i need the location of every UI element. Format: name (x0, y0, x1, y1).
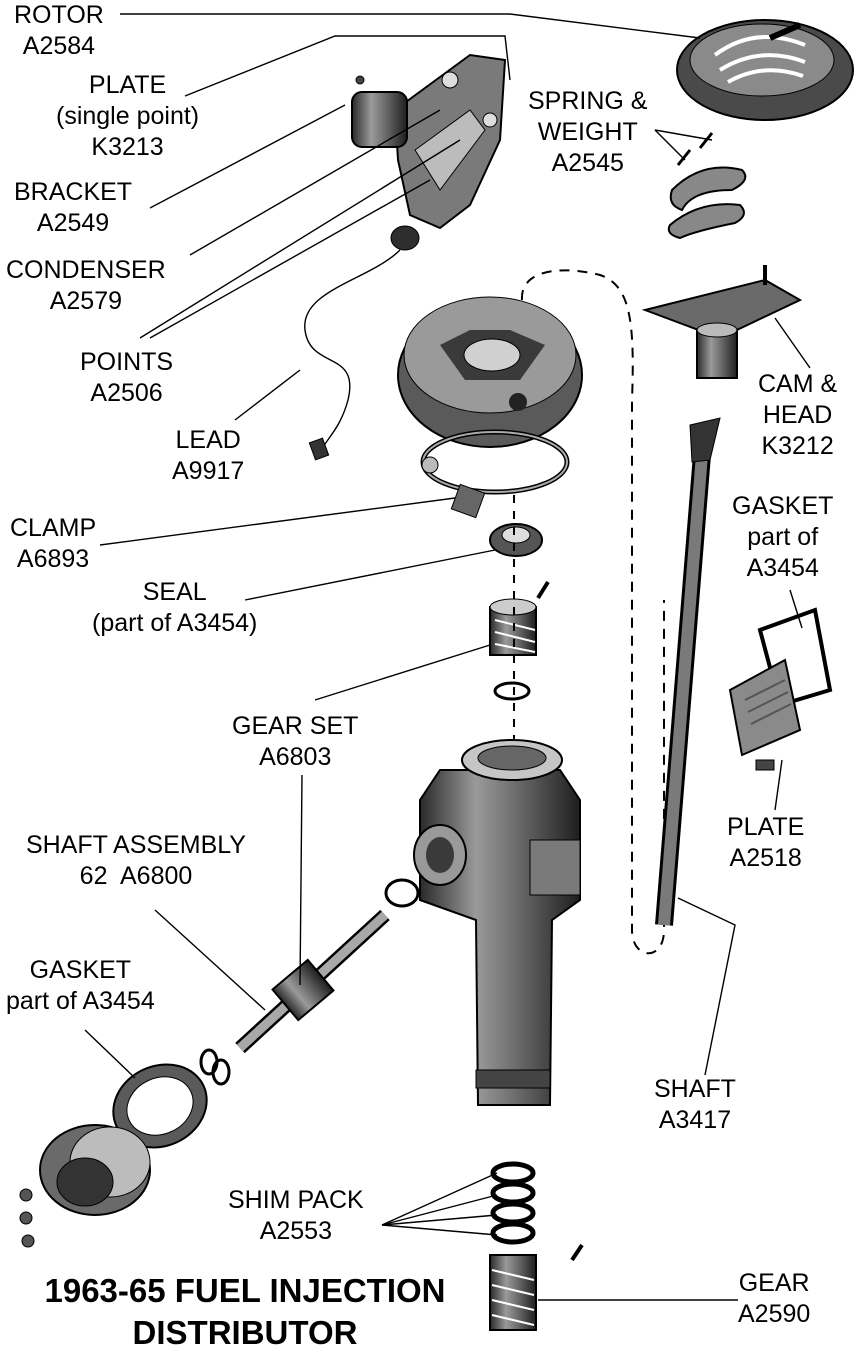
seal-part (489, 523, 543, 557)
breaker-plate-part (351, 53, 507, 251)
lead-wire (304, 249, 401, 451)
label-plate-single-point: PLATE(single point)K3213 (56, 71, 200, 161)
cam-head-part (641, 265, 803, 379)
leader-lines (84, 13, 811, 1301)
shim-pack-part (490, 1161, 536, 1245)
long-shaft-part (655, 417, 721, 926)
rotor-part (676, 19, 854, 121)
bottom-gear-part (489, 1243, 584, 1331)
left-gasket-part (112, 1063, 208, 1149)
distributor-head-part (397, 296, 583, 448)
clamp-part (420, 429, 570, 519)
title-line-1: 1963-65 FUEL INJECTION (44, 1272, 446, 1309)
shaft-assembly-part (199, 909, 390, 1086)
right-plate-part (728, 658, 802, 771)
housing-part (384, 739, 581, 1106)
label-seal: SEAL(part of A3454) (92, 578, 258, 637)
left-cover-part (19, 1124, 151, 1248)
diagram-title: 1963-65 FUEL INJECTION DISTRIBUTOR (0, 1270, 490, 1354)
spring-weight-part (667, 132, 747, 240)
title-line-2: DISTRIBUTOR (132, 1314, 358, 1351)
gear-set-upper-part (489, 580, 550, 701)
